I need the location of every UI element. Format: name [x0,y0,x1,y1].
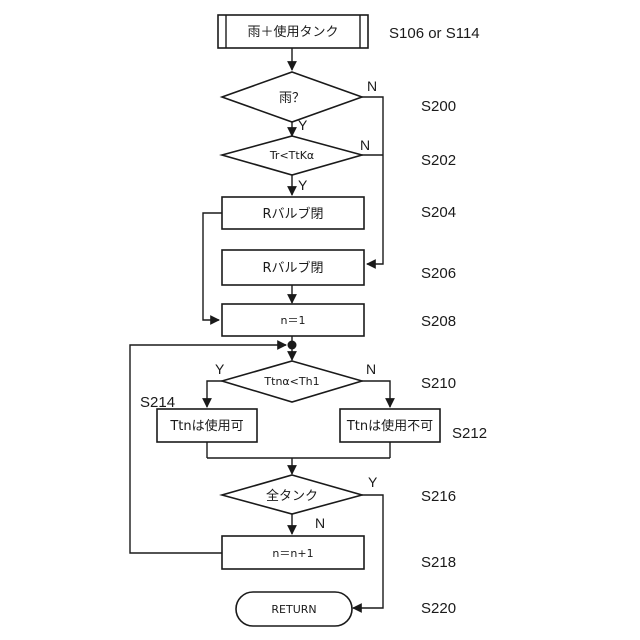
rain-yes-label: Y [298,117,308,133]
init-label: n＝1 [281,314,306,327]
junction-dot [288,341,297,350]
alltank-no-label: N [315,515,325,531]
start-label: 雨＋使用タンク [247,24,338,40]
step-s106: S106 or S114 [389,25,480,42]
tr-yes-label: Y [298,177,308,193]
ttn-no-label: N [366,361,376,377]
return-label: RETURN [271,603,316,616]
step-s220: S220 [421,600,456,617]
tr-label: Tr<TtKα [269,149,314,162]
step-s218: S218 [421,554,456,571]
unusable-label: Ttnは使用不可 [346,418,433,434]
increment-node: n＝n+1 [222,536,364,569]
unusable-node: Ttnは使用不可 [340,409,440,442]
valve2-node: Rバルブ閉 [222,250,364,285]
arrow-ttn-no [362,381,390,407]
step-s210: S210 [421,375,456,392]
rain-no-label: N [367,78,377,94]
alltank-decision: 全タンク [222,475,362,514]
start-node: 雨＋使用タンク [218,15,368,48]
usable-label: Ttnは使用可 [169,418,243,434]
alltank-yes-label: Y [368,474,378,490]
increment-label: n＝n+1 [272,547,313,560]
step-s200: S200 [421,98,456,115]
ttn-decision: Ttnα<Th1 [222,361,362,402]
step-s216: S216 [421,488,456,505]
usable-node: Ttnは使用可 [157,409,257,442]
init-node: n＝1 [222,304,364,336]
tr-no-label: N [360,137,370,153]
ttn-label: Ttnα<Th1 [263,375,319,388]
arrow-no-to-valve2 [362,97,383,264]
rain-label: 雨？ [279,91,305,106]
step-s208: S208 [421,313,456,330]
step-s212: S212 [452,425,487,442]
arrow-ttn-yes [207,381,222,407]
step-s202: S202 [421,152,456,169]
return-node: RETURN [236,592,352,626]
valve1-label: Rバルブ閉 [262,206,323,222]
step-s204: S204 [421,204,456,221]
step-s206: S206 [421,265,456,282]
valve1-node: Rバルブ閉 [222,197,364,229]
rain-decision: 雨？ [222,72,362,122]
alltank-label: 全タンク [266,488,318,504]
ttn-yes-label: Y [215,361,225,377]
step-s214: S214 [140,394,175,411]
valve2-label: Rバルブ閉 [262,260,323,276]
tr-decision: Tr<TtKα [222,136,362,175]
arrow-valve1-to-init [203,213,222,320]
